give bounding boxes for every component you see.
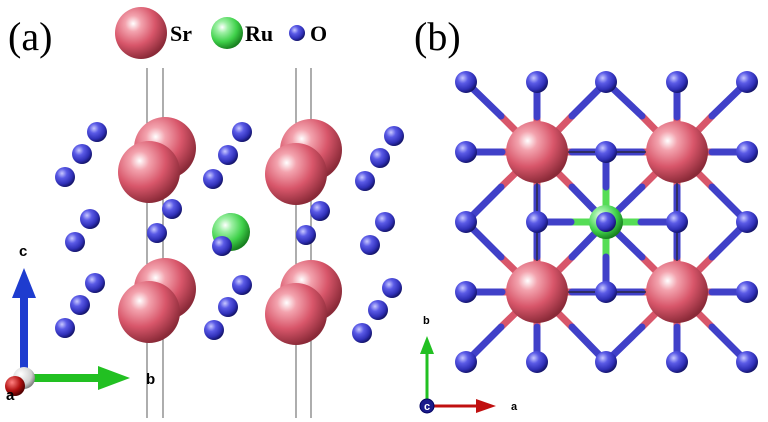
legend: Sr Ru O	[115, 7, 327, 59]
axis-c-label-b: c	[424, 401, 430, 413]
legend-ru-label: Ru	[245, 21, 273, 46]
legend-o-label: O	[310, 21, 327, 46]
legend-sr-atom	[115, 7, 167, 59]
oxygen-atoms-b	[455, 71, 758, 373]
strontium-atoms-b	[506, 121, 708, 323]
legend-sr-label: Sr	[170, 21, 192, 46]
axis-a-label-a: a	[6, 387, 15, 404]
panel-b-label: (b)	[414, 14, 461, 59]
panel-a-label: (a)	[8, 14, 52, 59]
strontium-atoms-a	[118, 117, 342, 345]
axes-triad-b: b a c	[419, 315, 518, 414]
axes-triad-a: c b a	[5, 243, 155, 404]
panel-b: (b)	[414, 14, 758, 414]
legend-ru-atom	[211, 17, 243, 49]
axis-b-label-a: b	[146, 371, 155, 388]
axis-b-label-b: b	[423, 315, 430, 327]
axis-c-label-a: c	[19, 243, 27, 260]
legend-o-atom	[289, 25, 305, 41]
oxygen-atoms-a	[55, 122, 404, 343]
panel-a: (a) Sr Ru O	[5, 7, 404, 418]
axis-a-label-b: a	[511, 401, 518, 413]
oxygen-atom-over-ru	[596, 212, 616, 232]
oxygen-atom-front-ru	[212, 236, 232, 256]
